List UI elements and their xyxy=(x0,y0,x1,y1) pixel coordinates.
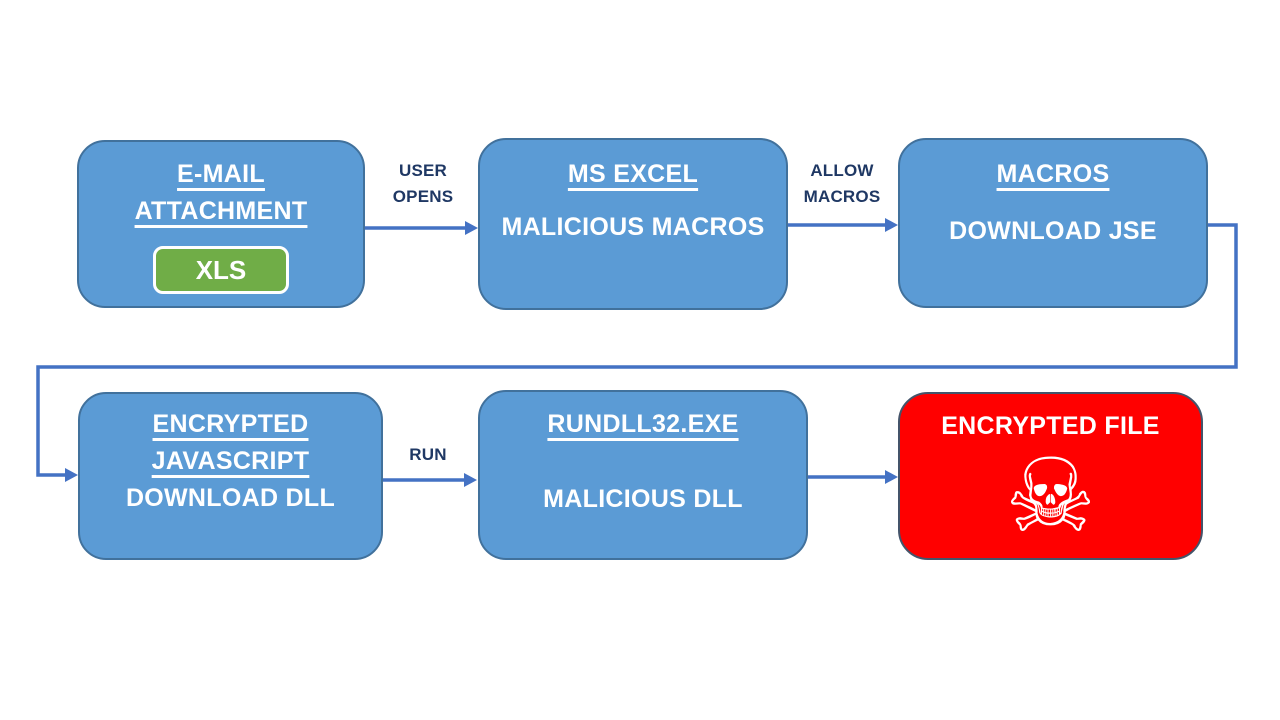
node-macros-title: MACROS xyxy=(996,160,1110,188)
node-encrypted-file: ENCRYPTED FILE ☠ xyxy=(898,392,1203,560)
node-js-subtitle: DOWNLOAD DLL xyxy=(125,484,336,512)
edge-label-run: RUN xyxy=(409,445,447,464)
node-macros-subtitle: DOWNLOAD JSE xyxy=(949,217,1157,245)
edge-label-user-opens: USER OPENS xyxy=(392,161,454,206)
node-macros: MACROS DOWNLOAD JSE xyxy=(898,138,1208,308)
node-rundll-title: RUNDLL32.EXE xyxy=(547,410,739,438)
node-email-attachment: E-MAIL ATTACHMENT XLS xyxy=(77,140,365,308)
skull-crossbones-icon: ☠ xyxy=(1004,437,1097,556)
node-email-title-line2: ATTACHMENT xyxy=(134,197,308,225)
node-js-title-line2: JAVASCRIPT xyxy=(151,447,310,475)
node-rundll32: RUNDLL32.EXE MALICIOUS DLL xyxy=(478,390,808,560)
node-rundll-subtitle: MALICIOUS DLL xyxy=(543,485,743,513)
node-encrypted-javascript: ENCRYPTED JAVASCRIPT DOWNLOAD DLL xyxy=(78,392,383,560)
node-excel-subtitle: MALICIOUS MACROS xyxy=(501,213,765,241)
xls-file-badge: XLS xyxy=(153,246,289,294)
node-email-title-line1: E-MAIL xyxy=(177,160,265,188)
node-ms-excel: MS EXCEL MALICIOUS MACROS xyxy=(478,138,788,310)
node-excel-title: MS EXCEL xyxy=(567,160,699,188)
edge-label-allow-macros: ALLOW MACROS xyxy=(803,161,881,206)
node-encfile-title: ENCRYPTED FILE xyxy=(941,412,1160,440)
arrow-macros-to-javascript xyxy=(36,223,1238,482)
node-js-title-line1: ENCRYPTED xyxy=(152,410,309,438)
